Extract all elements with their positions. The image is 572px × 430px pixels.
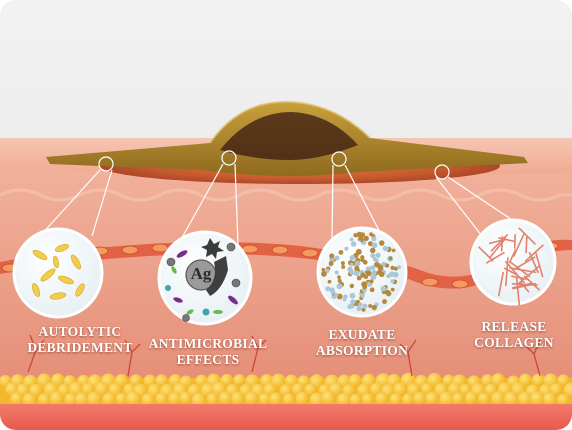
label-release-collagen: RELEASE COLLAGEN xyxy=(434,319,572,351)
callout-circle-autolytic xyxy=(14,229,102,317)
label-exudate-absorption: EXUDATE ABSORPTION xyxy=(282,327,442,359)
callout-circle-collagen xyxy=(471,220,555,305)
callout-circle-exudate xyxy=(318,228,406,316)
muscle-layer xyxy=(0,404,572,430)
silver-symbol: Ag xyxy=(188,264,214,284)
label-antimicrobial-effects: ANTIMICROBIAL EFFECTS xyxy=(128,336,288,368)
fat-cells xyxy=(0,373,572,408)
